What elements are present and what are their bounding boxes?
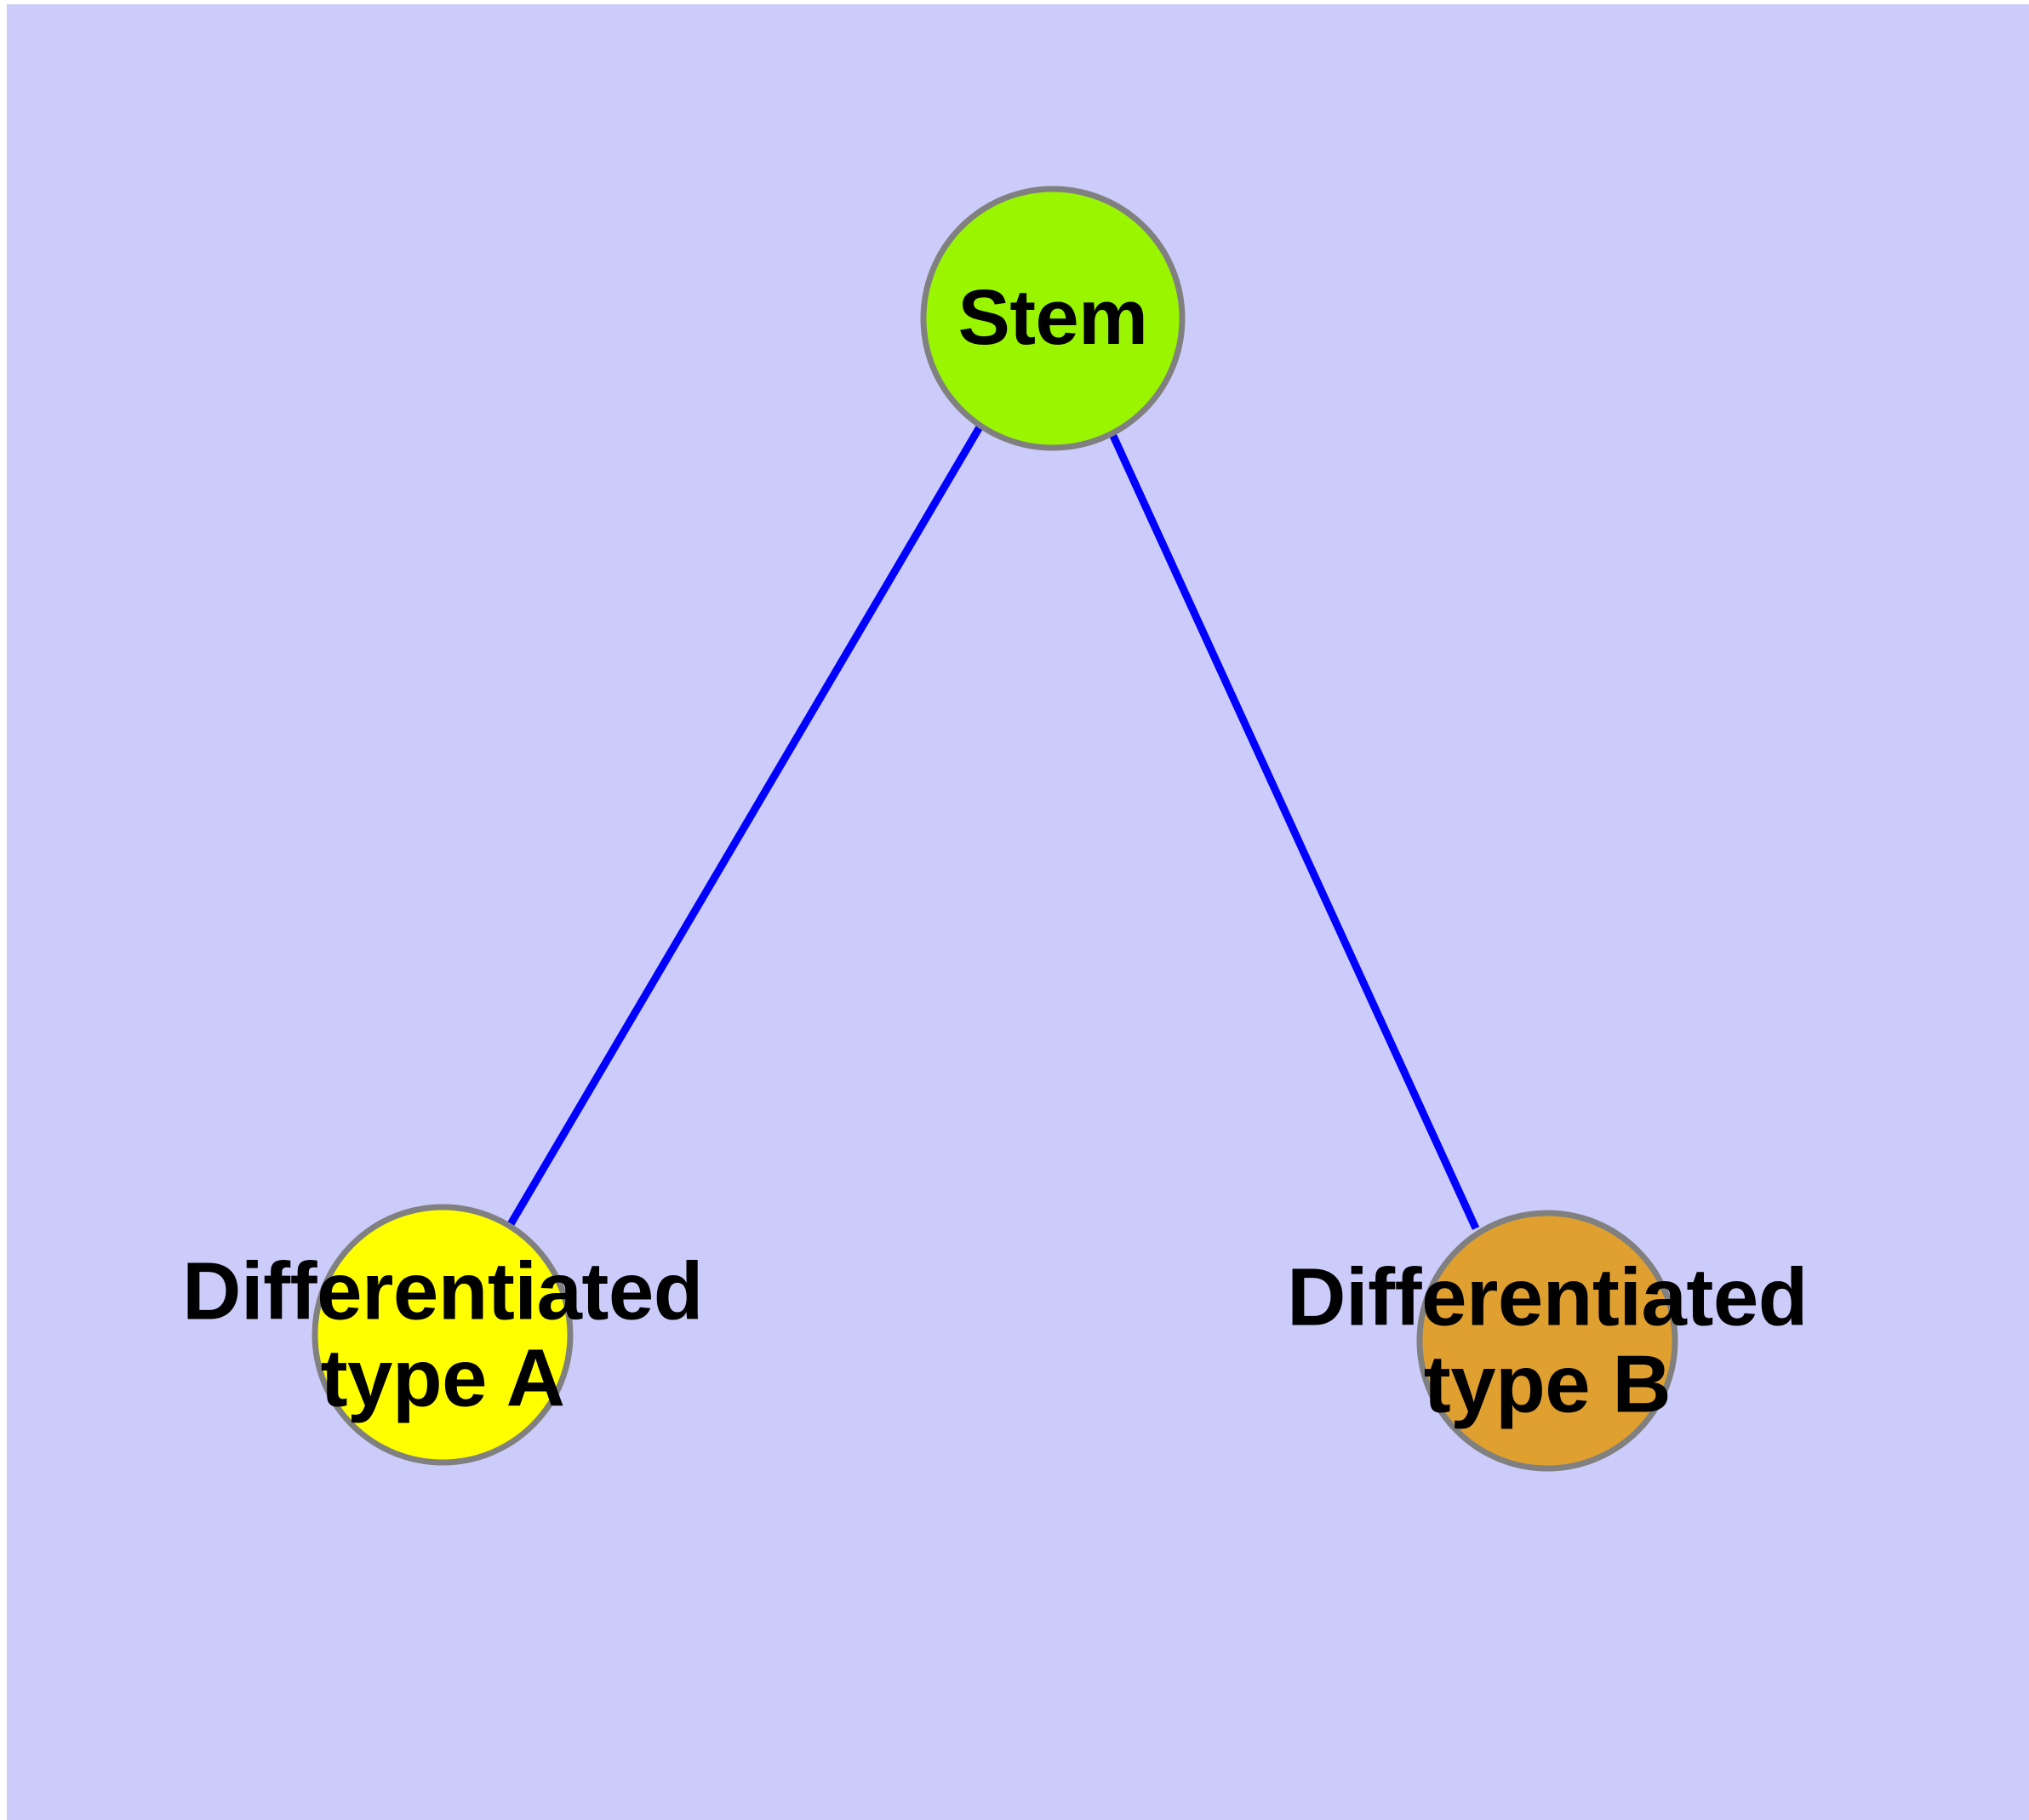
node-differentiated-type-a[interactable] [311,1204,574,1466]
node-layer [311,186,1678,1472]
edge-stem-to-diff-a [507,423,984,1227]
edge-stem-to-diff-b [1105,425,1480,1230]
edge-layer [507,423,1480,1230]
node-differentiated-type-b[interactable] [1416,1210,1678,1472]
node-stem[interactable] [920,186,1186,451]
